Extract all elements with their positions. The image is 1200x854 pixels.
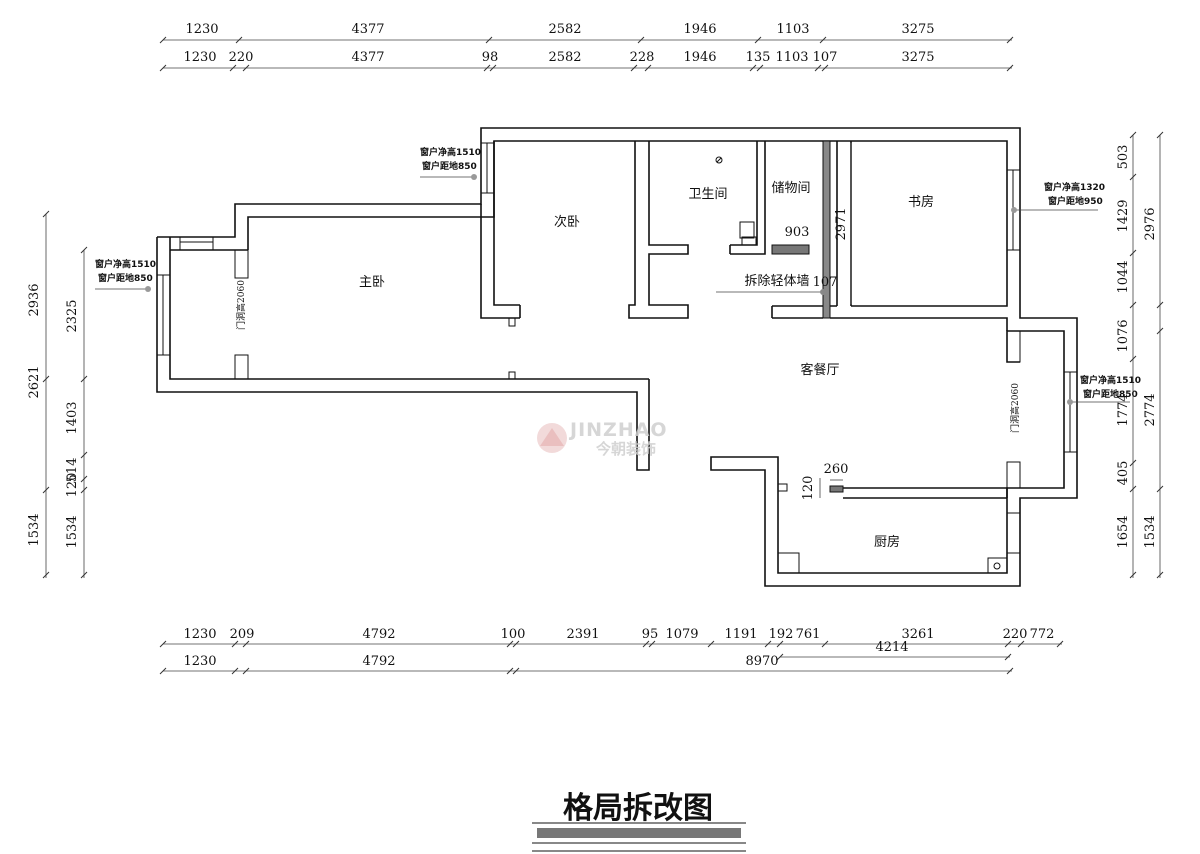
dim-label: 1103 (775, 50, 808, 65)
svg-text:4792: 4792 (362, 654, 395, 669)
svg-text:3261: 3261 (901, 627, 934, 642)
svg-text:761: 761 (796, 627, 821, 642)
demolish-walls (771, 140, 844, 493)
svg-text:1654: 1654 (1116, 515, 1131, 548)
door-height-note-right: 门洞高2060 (1009, 383, 1021, 433)
window-note-study: 窗户净高1320 窗户距地950 (1011, 181, 1105, 213)
windows (156, 142, 1078, 554)
svg-text:窗户净高1320: 窗户净高1320 (1044, 181, 1105, 193)
svg-text:2391: 2391 (566, 627, 599, 642)
svg-text:2621: 2621 (27, 365, 42, 398)
svg-text:220: 220 (1003, 627, 1028, 642)
svg-text:503: 503 (1116, 145, 1131, 170)
svg-text:1076: 1076 (1116, 319, 1131, 352)
room-living-dining: 客餐厅 (800, 362, 839, 378)
kitchen-opening-height: 120 (801, 476, 816, 501)
svg-text:2774: 2774 (1143, 393, 1158, 426)
dim-label: 1230 (185, 22, 218, 37)
door-height-note-left: 门洞高2060 (235, 280, 247, 330)
left-dimension-column-1: 2936 2621 1534 (27, 210, 50, 579)
svg-text:100: 100 (501, 627, 526, 642)
svg-text:窗户距地850: 窗户距地850 (422, 160, 477, 172)
svg-text:1429: 1429 (1116, 199, 1131, 232)
svg-text:1534: 1534 (27, 513, 42, 546)
walls (156, 127, 1078, 587)
window-note-second-bedroom: 窗户净高1510 窗户距地850 (420, 146, 481, 180)
top-dimension-row-2: 1230 220 4377 98 2582 228 1946 135 1103 … (159, 50, 1014, 72)
svg-text:1534: 1534 (65, 515, 80, 548)
dim-label: 2582 (548, 50, 581, 65)
dim-label: 4377 (351, 22, 384, 37)
dim-label: 4377 (351, 50, 384, 65)
room-second-bedroom: 次卧 (554, 214, 580, 230)
bottom-dimension-row-2: 1230 4792 8970 (159, 654, 1014, 675)
svg-text:JINZHAO: JINZHAO (568, 419, 668, 441)
dim-label: 3275 (901, 22, 934, 37)
svg-text:2325: 2325 (65, 299, 80, 332)
svg-text:1774: 1774 (1116, 393, 1131, 426)
svg-text:1403: 1403 (65, 401, 80, 434)
svg-text:405: 405 (1116, 461, 1131, 486)
dim-label: 1230 (183, 50, 216, 65)
drawing-title: 格局拆改图 (563, 791, 713, 826)
bottom-dimension-row-1: 1230 209 4792 100 2391 95 1079 1191 192 … (159, 627, 1064, 648)
svg-text:772: 772 (1030, 627, 1055, 642)
svg-text:窗户净高1510: 窗户净高1510 (420, 146, 481, 158)
svg-text:窗户距地850: 窗户距地850 (1083, 388, 1138, 400)
dim-label: 2582 (548, 22, 581, 37)
svg-text:1534: 1534 (1143, 515, 1158, 548)
dim-label: 1946 (683, 50, 716, 65)
bottom-dimension-row-mid: 4214 (776, 640, 1012, 661)
dim-label: 135 (746, 50, 771, 65)
room-master-bedroom: 主卧 (359, 275, 385, 290)
watermark-logo: JINZHAO 今朝装饰 (537, 419, 668, 458)
dim-label: 1103 (776, 22, 809, 37)
svg-text:2936: 2936 (27, 283, 42, 316)
window-note-living: 窗户净高1510 窗户距地850 (1067, 374, 1141, 405)
wall-thickness-label: 107 (813, 275, 838, 290)
window-note-left: 窗户净高1510 窗户距地850 (95, 258, 156, 292)
kitchen-opening-width: 260 (824, 462, 849, 477)
svg-text:1079: 1079 (665, 627, 698, 642)
svg-text:4214: 4214 (875, 640, 908, 655)
svg-text:1191: 1191 (724, 627, 757, 642)
svg-text:120: 120 (65, 473, 80, 498)
title-underline (532, 822, 746, 852)
storage-width-label: 903 (785, 225, 810, 240)
demolish-label: 拆除轻体墙 (744, 274, 809, 289)
right-dimension-column-2: 2976 2774 1534 (1143, 131, 1164, 579)
dim-label: 228 (630, 50, 655, 65)
svg-text:1044: 1044 (1116, 260, 1131, 293)
svg-text:209: 209 (230, 627, 255, 642)
svg-text:95: 95 (642, 627, 659, 642)
room-bathroom: 卫生间 (688, 187, 727, 202)
svg-text:窗户净高1510: 窗户净高1510 (95, 258, 156, 270)
svg-text:192: 192 (769, 627, 794, 642)
left-dimension-column-2: 2325 1403 514 120 1534 (65, 246, 88, 579)
right-dimension-column-1: 503 1429 1044 1076 1774 405 1654 (1116, 131, 1137, 579)
svg-text:1230: 1230 (183, 627, 216, 642)
svg-text:窗户距地950: 窗户距地950 (1048, 195, 1103, 207)
svg-text:514: 514 (65, 458, 80, 483)
top-dimension-row-1: 1230 4377 2582 1946 1103 3275 (159, 22, 1014, 44)
room-kitchen: 厨房 (874, 534, 900, 550)
room-study: 书房 (908, 194, 934, 210)
svg-text:窗户距地850: 窗户距地850 (98, 272, 153, 284)
dim-label: 107 (813, 50, 838, 65)
svg-text:2976: 2976 (1143, 207, 1158, 240)
floor-drain-icon (715, 156, 723, 164)
svg-text:窗户净高1510: 窗户净高1510 (1080, 374, 1141, 386)
storage-height-label: 2971 (834, 207, 849, 240)
dim-label: 98 (482, 50, 499, 65)
dim-label: 220 (229, 50, 254, 65)
svg-text:今朝装饰: 今朝装饰 (595, 440, 656, 458)
room-storage: 储物间 (771, 181, 810, 196)
dim-label: 3275 (901, 50, 934, 65)
svg-text:1230: 1230 (183, 654, 216, 669)
svg-text:4792: 4792 (362, 627, 395, 642)
svg-text:8970: 8970 (745, 654, 778, 669)
dim-label: 1946 (683, 22, 716, 37)
